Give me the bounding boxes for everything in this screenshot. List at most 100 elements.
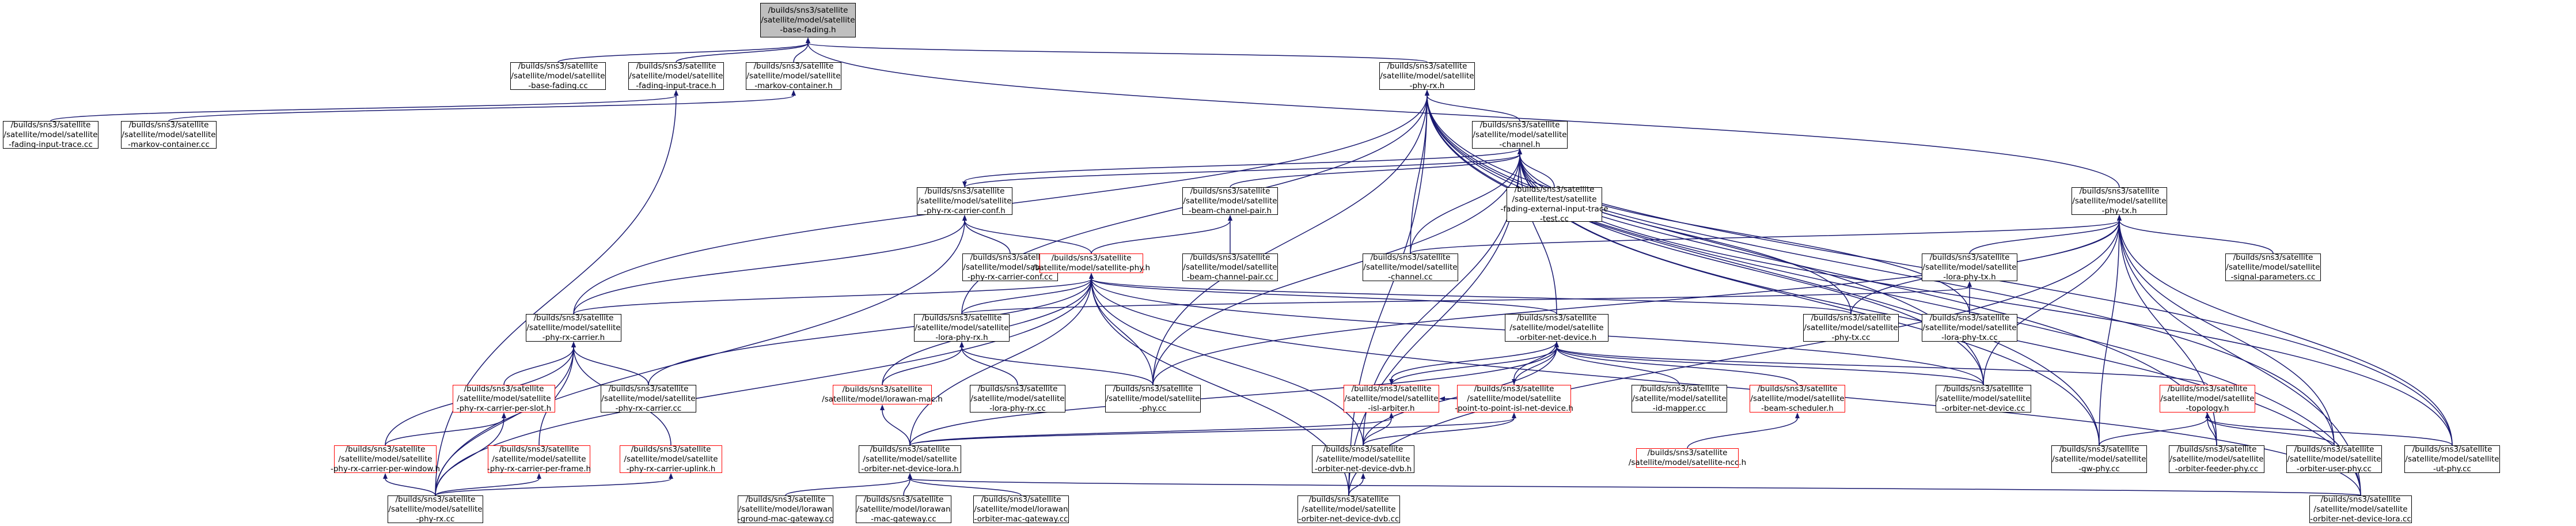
- node-label-line: /satellite/model/satellite: [629, 71, 723, 81]
- node-channel-h[interactable]: /builds/sns3/satellite/satellite/model/s…: [1472, 120, 1568, 149]
- edge-channel-h-to-phy-rx-carrier-conf-h: [962, 148, 1520, 187]
- node-label-line: /builds/sns3/satellite: [518, 61, 598, 71]
- node-label-line: -fading-input-trace.h: [636, 81, 716, 90]
- node-label-line: -fading-external-input-trace: [1500, 205, 1608, 214]
- node-label-line: /builds/sns3/satellite: [768, 5, 848, 15]
- node-signal-parameters-cc[interactable]: /builds/sns3/satellite/satellite/model/s…: [2225, 253, 2321, 282]
- node-label-line: -gw-phy.cc: [2078, 464, 2120, 474]
- node-phy-rx-carrier-per-window-h[interactable]: /builds/sns3/satellite/satellite/model/s…: [331, 445, 440, 474]
- node-lorawan-mac-h[interactable]: /builds/sns3/satellite/satellite/model/l…: [822, 385, 943, 404]
- node-label-line: /satellite/model/satellite: [1344, 393, 1439, 403]
- edge-orbiter-net-device-cc-to-orbiter-net-device-h: [1554, 342, 1984, 385]
- node-label-line: -topology.h: [2186, 403, 2229, 413]
- node-label-line: /satellite/model/satellite: [2226, 262, 2320, 272]
- edge-phy-tx-h-to-base-fading-h: [806, 37, 2120, 188]
- node-label-line: /builds/sns3/satellite: [2320, 494, 2401, 504]
- node-label-line: -orbiter-net-device-dvb.h: [1314, 464, 1412, 474]
- node-lorawan-mac-gateway-cc[interactable]: /builds/sns3/satellite/satellite/model/l…: [856, 495, 951, 524]
- node-point-to-point-isl-net-device-h[interactable]: /builds/sns3/satellite/satellite/model/s…: [1455, 384, 1573, 413]
- node-label-line: -signal-parameters.cc: [2230, 272, 2316, 282]
- edge-phy-rx-cc-to-fading-input-trace-h: [435, 90, 678, 496]
- node-base-fading-h: /builds/sns3/satellite/satellite/model/s…: [760, 3, 856, 37]
- edge-phy-cc-to-phy-rx-h: [1152, 90, 1429, 385]
- node-ut-phy-cc[interactable]: /builds/sns3/satellite/satellite/model/s…: [2404, 445, 2500, 474]
- node-phy-rx-carrier-uplink-h[interactable]: /builds/sns3/satellite/satellite/model/s…: [620, 445, 722, 474]
- node-label-line: -phy-rx.cc: [416, 514, 455, 524]
- node-phy-rx-h[interactable]: /builds/sns3/satellite/satellite/model/s…: [1379, 62, 1475, 90]
- node-fading-input-trace-cc[interactable]: /builds/sns3/satellite/satellite/model/s…: [3, 120, 98, 149]
- edge-lorawan-mac-gateway-cc-to-orbiter-net-device-lora-h: [903, 473, 912, 496]
- node-base-fading-cc[interactable]: /builds/sns3/satellite/satellite/model/s…: [510, 62, 606, 90]
- node-label-line: -markov-container.h: [754, 81, 833, 90]
- node-lorawan-orbiter-mac-gateway-cc[interactable]: /builds/sns3/satellite/satellite/model/l…: [973, 495, 1069, 524]
- node-label-line: -phy.cc: [1139, 403, 1167, 413]
- node-phy-rx-cc[interactable]: /builds/sns3/satellite/satellite/model/s…: [388, 494, 483, 524]
- node-lorawan-ground-mac-gateway-cc[interactable]: /builds/sns3/satellite/satellite/model/l…: [738, 495, 833, 524]
- node-phy-rx-carrier-conf-h[interactable]: /builds/sns3/satellite/satellite/model/s…: [917, 187, 1012, 215]
- edge-gw-phy-cc-to-phy-rx-h: [1425, 90, 2100, 446]
- node-label-line: /builds/sns3/satellite: [970, 252, 1050, 262]
- edge-orbiter-net-device-lora-h-to-lorawan-mac-h: [880, 404, 910, 446]
- node-label-line: /builds/sns3/satellite: [2167, 384, 2248, 393]
- node-phy-rx-carrier-conf-cc[interactable]: /builds/sns3/satellite/satellite/model/s…: [962, 252, 1058, 282]
- edge-orbiter-net-device-h-to-satellite-phy-h: [1089, 273, 1557, 315]
- node-label-line: /satellite/model/satellite: [1750, 393, 1845, 403]
- edge-ut-phy-cc-to-phy-tx-h: [2117, 215, 2453, 446]
- node-markov-container-h[interactable]: /builds/sns3/satellite/satellite/model/s…: [746, 62, 841, 90]
- edge-phy-tx-cc-to-satellite-phy-h: [1089, 273, 1852, 315]
- node-orbiter-user-phy-cc[interactable]: /builds/sns3/satellite/satellite/model/s…: [2286, 445, 2382, 474]
- node-lora-phy-tx-cc[interactable]: /builds/sns3/satellite/satellite/model/s…: [1922, 313, 2017, 342]
- node-label-line: /builds/sns3/satellite: [1929, 252, 2010, 262]
- node-topology-h[interactable]: /builds/sns3/satellite/satellite/model/s…: [2160, 384, 2255, 413]
- node-orbiter-net-device-h[interactable]: /builds/sns3/satellite/satellite/model/s…: [1505, 313, 1608, 342]
- node-orbiter-net-device-lora-h[interactable]: /builds/sns3/satellite/satellite/model/s…: [859, 445, 961, 474]
- node-orbiter-net-device-dvb-h[interactable]: /builds/sns3/satellite/satellite/model/s…: [1312, 444, 1414, 474]
- node-label-line: /satellite/model/satellite: [2072, 196, 2167, 206]
- node-gw-phy-cc[interactable]: /builds/sns3/satellite/satellite/model/s…: [2051, 445, 2147, 474]
- edge-orbiter-net-device-h-to-channel-h: [1517, 149, 1557, 315]
- node-orbiter-feeder-phy-cc[interactable]: /builds/sns3/satellite/satellite/model/s…: [2169, 445, 2264, 474]
- node-label-line: /builds/sns3/satellite: [1323, 444, 1403, 454]
- node-channel-cc[interactable]: /builds/sns3/satellite/satellite/model/s…: [1363, 253, 1458, 282]
- node-lora-phy-rx-cc[interactable]: /builds/sns3/satellite/satellite/model/s…: [970, 384, 1065, 413]
- node-orbiter-net-device-lora-cc[interactable]: /builds/sns3/satellite/satellite/model/s…: [2309, 494, 2412, 524]
- edge-markov-container-cc-to-markov-container-h: [168, 90, 796, 122]
- edge-base-fading-cc-to-base-fading-h: [557, 37, 810, 63]
- node-beam-channel-pair-h[interactable]: /builds/sns3/satellite/satellite/model/s…: [1182, 187, 1278, 215]
- node-phy-rx-carrier-per-frame-h[interactable]: /builds/sns3/satellite/satellite/model/s…: [487, 445, 591, 474]
- node-label-line: /builds/sns3/satellite: [464, 384, 544, 393]
- node-label-line: -orbiter-user-phy.cc: [2296, 464, 2372, 474]
- node-label-line: -orbiter-net-device-lora.cc: [2310, 514, 2411, 524]
- node-phy-cc[interactable]: /builds/sns3/satellite/satellite/model/s…: [1105, 384, 1201, 413]
- node-phy-tx-cc[interactable]: /builds/sns3/satellite/satellite/model/s…: [1803, 313, 1899, 342]
- node-satellite-ncc-h[interactable]: /builds/sns3/satellite/satellite/model/s…: [1629, 448, 1746, 468]
- node-phy-rx-carrier-cc[interactable]: /builds/sns3/satellite/satellite/model/s…: [601, 384, 696, 413]
- node-lora-phy-tx-h[interactable]: /builds/sns3/satellite/satellite/model/s…: [1922, 252, 2017, 282]
- node-phy-tx-h[interactable]: /builds/sns3/satellite/satellite/model/s…: [2072, 187, 2167, 215]
- node-label-line: -lora-phy-tx.cc: [1941, 332, 1998, 342]
- node-orbiter-net-device-cc[interactable]: /builds/sns3/satellite/satellite/model/s…: [1936, 384, 2031, 413]
- edge-phy-rx-cc-to-phy-rx-carrier-per-slot-h: [435, 413, 506, 496]
- edge-phy-rx-cc-to-phy-rx-carrier-h: [435, 342, 576, 496]
- node-label-line: -orbiter-mac-gateway.cc: [974, 514, 1068, 524]
- node-satellite-phy-h[interactable]: /builds/sns3/satellite/satellite/model/s…: [1033, 253, 1150, 273]
- node-markov-container-cc[interactable]: /builds/sns3/satellite/satellite/model/s…: [121, 120, 217, 149]
- node-id-mapper-cc[interactable]: /builds/sns3/satellite/satellite/model/s…: [1632, 384, 1727, 413]
- node-beam-scheduler-h[interactable]: /builds/sns3/satellite/satellite/model/s…: [1750, 384, 1845, 413]
- node-lora-phy-rx-h[interactable]: /builds/sns3/satellite/satellite/model/s…: [914, 313, 1010, 342]
- node-label-line: -phy-rx-carrier-uplink.h: [626, 464, 716, 474]
- node-label-line: /builds/sns3/satellite: [395, 494, 476, 504]
- node-phy-rx-carrier-h[interactable]: /builds/sns3/satellite/satellite/model/s…: [526, 313, 621, 342]
- edge-phy-rx-cc-to-phy-rx-carrier-conf-h: [435, 215, 967, 496]
- node-fading-input-trace-h[interactable]: /builds/sns3/satellite/satellite/model/s…: [628, 62, 724, 90]
- node-phy-rx-carrier-per-slot-h[interactable]: /builds/sns3/satellite/satellite/model/s…: [453, 384, 555, 413]
- edge-beam-channel-pair-h-to-channel-h: [1230, 149, 1522, 188]
- node-orbiter-net-device-dvb-cc[interactable]: /builds/sns3/satellite/satellite/model/s…: [1298, 495, 1400, 524]
- edge-phy-tx-cc-to-channel-h: [1517, 149, 1852, 315]
- node-fading-external-input-trace-test[interactable]: /builds/sns3/satellite/satellite/test/sa…: [1500, 185, 1608, 224]
- node-label-line: /builds/sns3/satellite: [1051, 253, 1132, 263]
- edge-phy-rx-carrier-h-to-satellite-phy-h: [573, 273, 1094, 315]
- node-beam-channel-pair-cc[interactable]: /builds/sns3/satellite/satellite/model/s…: [1182, 253, 1278, 282]
- node-isl-arbiter-h[interactable]: /builds/sns3/satellite/satellite/model/s…: [1344, 384, 1439, 413]
